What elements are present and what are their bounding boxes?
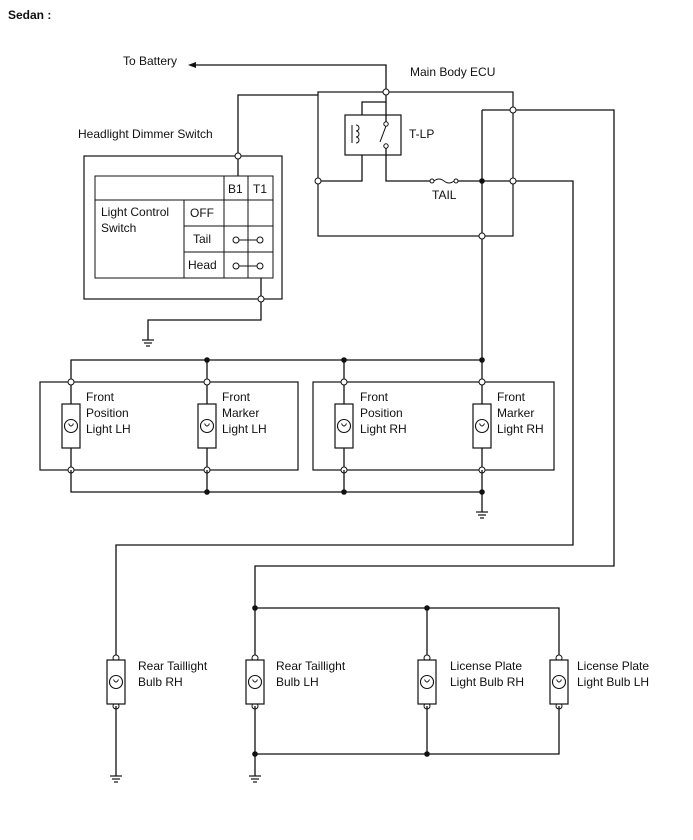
- battery-label: To Battery: [123, 54, 177, 68]
- dimmer-feed-wire: [237, 94, 318, 156]
- switch-label-2: Switch: [101, 221, 136, 235]
- bulb-icon: [549, 659, 569, 705]
- junction-dot: [252, 751, 258, 757]
- relay-out-wire: [385, 148, 430, 182]
- svg-text:Front: Front: [86, 390, 115, 404]
- row-tail: Tail: [193, 232, 211, 246]
- svg-text:Front: Front: [222, 390, 251, 404]
- col-b1: B1: [228, 182, 243, 196]
- front-ground-bus: [70, 470, 482, 493]
- dimmer-ground-wire: [147, 278, 262, 340]
- rear-ground-bus: [255, 706, 560, 755]
- license-feed-wire: [254, 109, 615, 658]
- ground-icon: [141, 339, 155, 347]
- page-title: Sedan :: [8, 8, 51, 22]
- relay-label: T-LP: [409, 127, 434, 141]
- front-position-light-lh-label: Front Position Light LH: [86, 390, 131, 436]
- junction-dot: [479, 489, 485, 495]
- rear-supply-bus: [255, 607, 560, 658]
- relay-feed-wire: [361, 92, 387, 115]
- svg-text:Light Bulb RH: Light Bulb RH: [450, 675, 524, 689]
- ground-icon: [475, 511, 489, 519]
- switch-contact-icon: [232, 236, 264, 270]
- svg-text:Rear Taillight: Rear Taillight: [138, 659, 208, 673]
- svg-text:Light LH: Light LH: [222, 422, 267, 436]
- svg-text:Position: Position: [86, 406, 129, 420]
- svg-text:License Plate: License Plate: [577, 659, 649, 673]
- front-position-light-rh-label: Front Position Light RH: [360, 390, 407, 436]
- ecu-label: Main Body ECU: [410, 65, 495, 79]
- svg-text:Marker: Marker: [497, 406, 534, 420]
- relay-coil-icon: [351, 124, 360, 144]
- bulb-icon: [106, 659, 126, 705]
- ecu-box: [317, 91, 514, 237]
- svg-text:Position: Position: [360, 406, 403, 420]
- switch-table: [94, 175, 274, 279]
- front-lh-box: [39, 381, 299, 471]
- relay-coil-return: [318, 155, 363, 182]
- license-plate-lh-label: License Plate Light Bulb LH: [577, 659, 649, 689]
- svg-text:Light LH: Light LH: [86, 422, 131, 436]
- switch-label-1: Light Control: [101, 205, 169, 219]
- row-head: Head: [188, 258, 217, 272]
- junction-dot: [341, 489, 347, 495]
- arrow-left-icon: [188, 62, 196, 68]
- junction-dot: [424, 751, 430, 757]
- bulb-icon: [61, 403, 81, 449]
- dimmer-box: [83, 155, 283, 300]
- tail-out-wire-rear-rh: [115, 180, 574, 658]
- dimmer-label: Headlight Dimmer Switch: [78, 127, 213, 141]
- front-rh-box: [312, 381, 555, 471]
- front-supply-bus: [70, 359, 482, 470]
- svg-text:Front: Front: [360, 390, 389, 404]
- switch-contact-icon: [379, 121, 389, 149]
- svg-text:Marker: Marker: [222, 406, 259, 420]
- ground-icon: [248, 775, 262, 783]
- rear-taillight-lh-label: Rear Taillight Bulb LH: [276, 659, 346, 689]
- fuse-icon: [429, 178, 459, 184]
- ground-icon: [109, 775, 123, 783]
- junction-dot: [252, 605, 258, 611]
- bulb-icon: [417, 659, 437, 705]
- row-off: OFF: [190, 206, 214, 220]
- svg-text:License Plate: License Plate: [450, 659, 522, 673]
- col-t1: T1: [253, 182, 267, 196]
- front-marker-light-lh-label: Front Marker Light LH: [222, 390, 267, 436]
- svg-text:Light RH: Light RH: [360, 422, 407, 436]
- svg-text:Light RH: Light RH: [497, 422, 544, 436]
- svg-text:Bulb LH: Bulb LH: [276, 675, 319, 689]
- relay-box: [344, 114, 402, 156]
- junction-dot: [204, 489, 210, 495]
- fuse-label: TAIL: [432, 188, 457, 202]
- bulb-icon: [472, 403, 492, 449]
- bulb-icon: [197, 403, 217, 449]
- rear-taillight-rh-label: Rear Taillight Bulb RH: [138, 659, 208, 689]
- svg-text:Light Bulb LH: Light Bulb LH: [577, 675, 649, 689]
- front-marker-light-rh-label: Front Marker Light RH: [497, 390, 544, 436]
- svg-text:Front: Front: [497, 390, 526, 404]
- license-plate-rh-label: License Plate Light Bulb RH: [450, 659, 524, 689]
- battery-wire: [196, 64, 387, 90]
- bulb-icon: [334, 403, 354, 449]
- svg-text:Rear Taillight: Rear Taillight: [276, 659, 346, 673]
- svg-text:Bulb RH: Bulb RH: [138, 675, 183, 689]
- bulb-icon: [245, 659, 265, 705]
